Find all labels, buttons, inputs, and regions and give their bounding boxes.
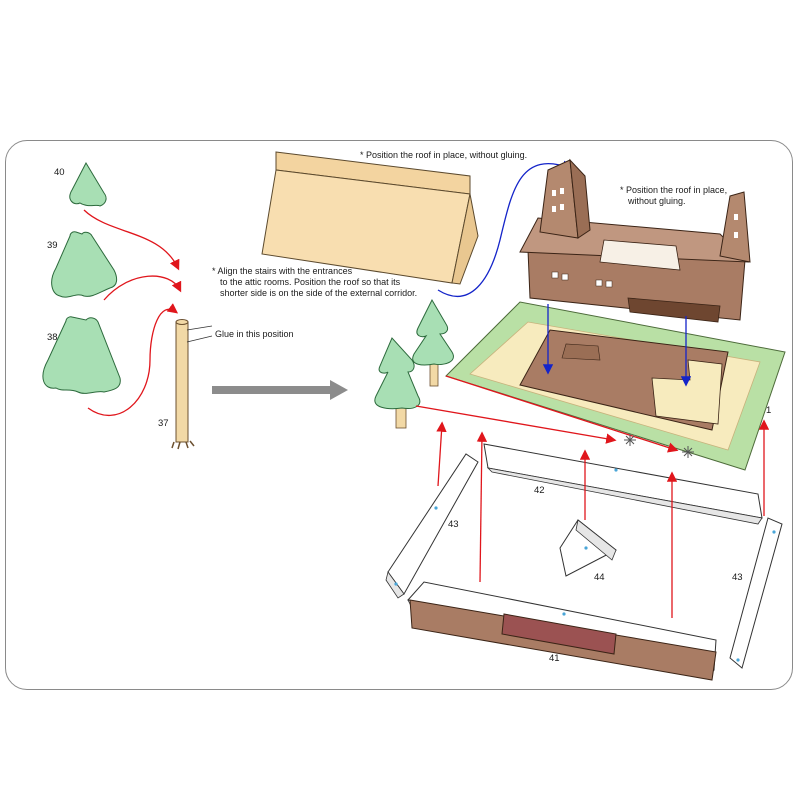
part-number-43-left: 43	[448, 519, 459, 530]
note-glue: Glue in this position	[215, 329, 294, 339]
stairs-part-44	[559, 519, 617, 577]
arrow-38-to-37	[87, 303, 179, 417]
arrow-40-to-39	[83, 209, 180, 271]
front-wall-part-41	[407, 581, 717, 681]
glue-pointer-lines	[186, 325, 213, 343]
tree-part-38	[42, 316, 121, 394]
part-number-43-right: 43	[732, 572, 743, 583]
note-stairs-line1: * Align the stairs with the entrances	[212, 266, 353, 276]
wall-part-42	[483, 443, 763, 525]
tree-part-39	[51, 231, 118, 298]
arrow-41-to-board-1	[476, 431, 488, 583]
arrow-roof-to-house	[437, 160, 573, 297]
part-number-44: 44	[594, 572, 605, 583]
flat-roof-part	[261, 151, 479, 285]
tree-part-40	[69, 161, 107, 207]
part-number-37: 37	[158, 418, 169, 429]
wall-part-43-left	[385, 453, 479, 599]
part-number-40: 40	[54, 167, 65, 178]
part-number-41: 41	[549, 653, 560, 664]
note-stairs-line3: shorter side is on the side of the exter…	[220, 288, 418, 298]
note-roof-house-line1: * Position the roof in place,	[620, 185, 728, 195]
arrow-tree-to-marker-2	[445, 375, 679, 453]
arrow-39-to-37	[103, 275, 182, 301]
tree-position-marker-2	[682, 446, 694, 458]
note-roof-house-line2: without gluing.	[628, 196, 686, 206]
assembled-tree-small	[412, 298, 454, 387]
base-board-part-1	[445, 301, 786, 471]
part-number-42: 42	[534, 485, 545, 496]
gray-step-arrow	[212, 380, 348, 400]
part-number-38: 38	[47, 332, 58, 343]
note-stairs-line2: to the attic rooms. Position the roof so…	[220, 277, 401, 287]
house-part	[519, 158, 751, 323]
tree-trunk-part-37	[171, 319, 195, 450]
tree-position-marker-1	[624, 434, 636, 446]
arrow-43-left-to-board	[436, 421, 447, 487]
wall-part-43-right	[729, 517, 783, 669]
arrow-tree-to-marker-1	[415, 405, 617, 444]
note-roof-flat: * Position the roof in place, without gl…	[360, 150, 528, 160]
part-number-39: 39	[47, 240, 58, 251]
assembled-tree-large	[374, 337, 421, 429]
part-number-1: 1	[766, 405, 772, 416]
